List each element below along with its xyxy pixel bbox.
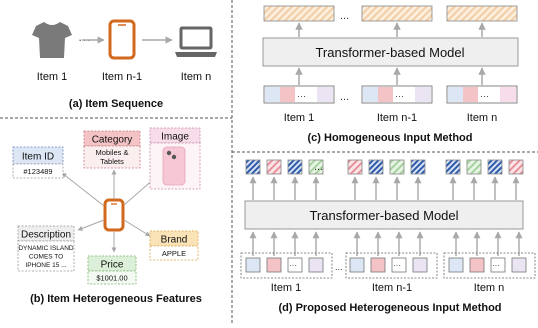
item-n-group xyxy=(443,252,536,279)
input-token-item-n-1: ··· xyxy=(361,85,433,104)
output-feature-token xyxy=(487,159,503,175)
category-line-2: Tablets xyxy=(100,157,124,166)
output-ellipsis: ... xyxy=(340,10,349,22)
output-feature-token xyxy=(389,159,405,175)
panel-d-heterogeneous-input: Transformer-based Model ··· ··· ··· ... ..… xyxy=(240,159,536,314)
svg-text:···: ··· xyxy=(480,91,489,101)
output-token-item-n-1 xyxy=(361,5,433,22)
d-item-n-1-label: Item n-1 xyxy=(372,282,412,294)
transformer-model-box xyxy=(244,200,524,230)
panel-a-caption: (a) Item Sequence xyxy=(69,98,163,110)
description-line-3: IPHONE 15 ... xyxy=(25,262,66,269)
image-title: Image xyxy=(161,132,189,143)
panel-a-item-sequence: ··· Item 1 Item n-1 Item n (a) Item Sequ… xyxy=(32,19,217,110)
arrow-to-description xyxy=(77,219,105,231)
input-feature-token xyxy=(412,257,428,273)
feature-category: Category Mobiles & Tablets xyxy=(83,130,141,169)
description-line-1: DYNAMIC ISLAND xyxy=(18,245,74,252)
input-feature-token xyxy=(308,257,324,273)
output-feature-token xyxy=(445,159,461,175)
c-item-n-label: Item n xyxy=(467,112,498,124)
item-n-1-group xyxy=(345,252,438,279)
d-item-n-label: Item n xyxy=(474,282,505,294)
feature-description: Description DYNAMIC ISLAND COMES TO IPHO… xyxy=(17,225,75,272)
output-feature-token xyxy=(347,159,363,175)
laptop-icon xyxy=(175,26,217,57)
input-feature-token xyxy=(469,257,485,273)
description-title: Description xyxy=(21,230,71,241)
item-1-group xyxy=(240,252,333,279)
input-feature-token xyxy=(245,257,261,273)
arrow-to-item-id xyxy=(61,172,105,207)
item-n-1-label: Item n-1 xyxy=(102,71,142,83)
output-ellipsis: ... xyxy=(314,161,323,173)
output-feature-tokens xyxy=(245,159,524,175)
pink-phone-picture xyxy=(162,146,186,186)
price-value: $1001.00 xyxy=(96,274,127,283)
output-feature-token xyxy=(245,159,261,175)
panel-c-homogeneous-input: ... Transformer-based Model ··· ... ··· xyxy=(262,5,519,144)
output-token-item-n xyxy=(446,5,518,22)
input-feature-token xyxy=(370,257,386,273)
input-feature-tokens: ··· ··· ··· xyxy=(245,257,527,273)
input-feature-token xyxy=(349,257,365,273)
input-feature-token xyxy=(490,257,506,273)
input-ellipsis: ... xyxy=(335,262,343,272)
description-line-2: COMES TO xyxy=(29,254,63,261)
output-feature-token xyxy=(466,159,482,175)
output-feature-token xyxy=(287,159,303,175)
input-ellipsis: ... xyxy=(340,91,349,103)
panel-d-caption: (d) Proposed Heterogeneous Input Method xyxy=(278,302,501,314)
smartphone-icon xyxy=(108,19,136,60)
item-n-label: Item n xyxy=(181,71,212,83)
input-feature-token xyxy=(266,257,282,273)
input-feature-token xyxy=(391,257,407,273)
svg-text:···: ··· xyxy=(297,91,306,101)
category-line-1: Mobiles & xyxy=(96,148,129,157)
c-item-1-label: Item 1 xyxy=(284,112,315,124)
input-token-item-n: ··· xyxy=(446,85,518,104)
price-title: Price xyxy=(101,260,124,271)
feature-arrows xyxy=(249,176,523,256)
svg-text:···: ··· xyxy=(395,91,404,101)
tshirt-icon xyxy=(32,22,72,58)
output-token-item-1 xyxy=(263,5,335,22)
feature-ellipsis: ··· xyxy=(289,261,297,270)
item-id-title: Item ID xyxy=(22,152,54,163)
brand-value: APPLE xyxy=(162,249,186,258)
feature-item-id: Item ID #123489 xyxy=(12,146,64,179)
input-feature-token xyxy=(287,257,303,273)
feature-ellipsis: ··· xyxy=(393,261,401,270)
output-feature-token xyxy=(308,159,324,175)
item-id-value: #123489 xyxy=(23,167,52,176)
input-feature-token xyxy=(448,257,464,273)
feature-image: Image xyxy=(149,127,201,190)
output-feature-token xyxy=(368,159,384,175)
input-token-item-1: ··· xyxy=(263,85,335,104)
output-feature-token xyxy=(508,159,524,175)
output-feature-token xyxy=(410,159,426,175)
transformer-model-label: Transformer-based Model xyxy=(309,208,458,223)
item-1-label: Item 1 xyxy=(37,71,68,83)
brand-title: Brand xyxy=(161,235,188,246)
arrow-to-brand xyxy=(123,219,151,237)
panel-c-caption: (c) Homogeneous Input Method xyxy=(308,132,473,144)
input-feature-token xyxy=(511,257,527,273)
transformer-model-box xyxy=(262,37,519,67)
feature-price: Price $1001.00 xyxy=(87,255,137,285)
d-item-1-label: Item 1 xyxy=(271,282,302,294)
feature-brand: Brand APPLE xyxy=(149,230,199,261)
panel-b-caption: (b) Item Heterogeneous Features xyxy=(30,293,202,305)
output-feature-token xyxy=(266,159,282,175)
feature-ellipsis: ··· xyxy=(492,261,500,270)
c-item-n-1-label: Item n-1 xyxy=(377,112,417,124)
panel-b-heterogeneous-features: Item ID #123489 Category Mobiles & Table… xyxy=(12,127,202,305)
smartphone-icon xyxy=(103,198,125,232)
transformer-model-label: Transformer-based Model xyxy=(315,45,464,60)
category-title: Category xyxy=(92,135,133,146)
